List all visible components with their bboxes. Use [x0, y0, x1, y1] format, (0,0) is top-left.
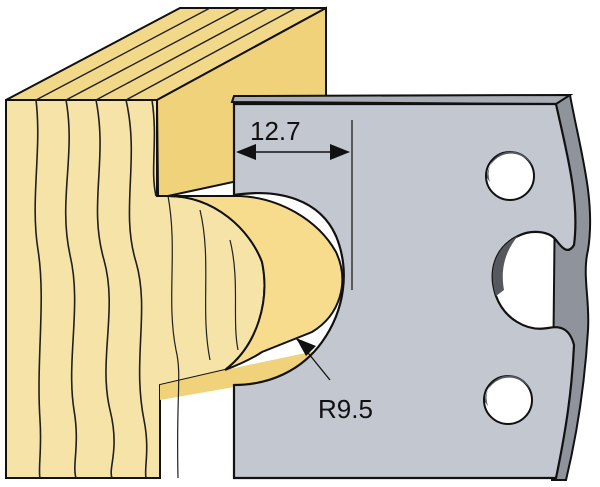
upper-hole	[485, 151, 535, 201]
knife-blade	[230, 93, 592, 481]
notch-shadow	[492, 236, 518, 296]
knife-top-bevel	[230, 93, 574, 106]
radius-arrow	[296, 338, 316, 356]
wood-profile-cut	[167, 195, 344, 371]
wood-grain	[34, 99, 239, 479]
dimension-width: 12.7	[233, 116, 353, 290]
dimension-radius: R9.5	[295, 337, 373, 424]
arrow-right	[330, 144, 350, 160]
arrow-left	[236, 144, 256, 160]
wood-top-grain	[35, 7, 297, 101]
radius-dimension-label: R9.5	[318, 394, 373, 424]
wood-lower-side	[160, 350, 320, 400]
lower-hole	[483, 375, 533, 425]
width-dimension-label: 12.7	[250, 116, 301, 146]
